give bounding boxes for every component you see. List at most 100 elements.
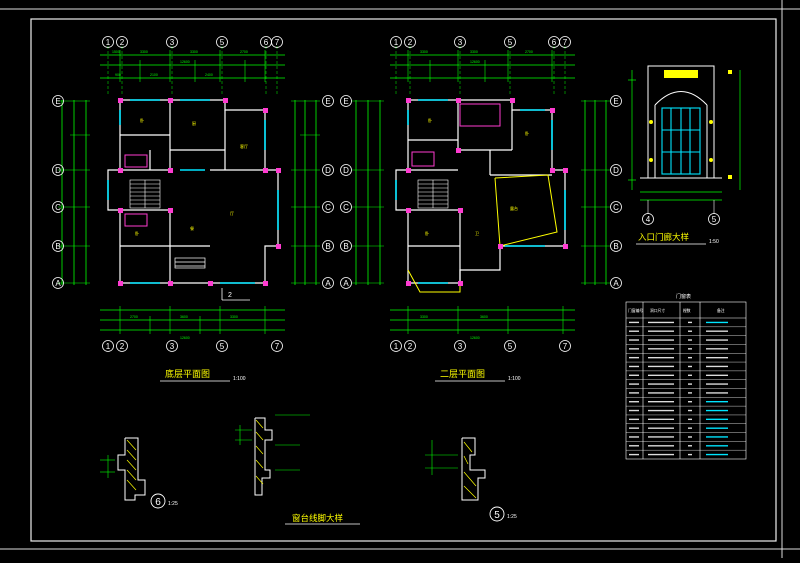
svg-text:3300: 3300 xyxy=(140,50,148,54)
ground-axis-top: 1 2 3 5 6 7 xyxy=(102,36,283,48)
second-axis-top-7: 7 xyxy=(563,38,568,47)
ground-plan-title-block: 底层平面图 1:100 xyxy=(160,368,246,382)
entrance-porch-detail: 4 5 入口门廊大样 1:50 xyxy=(628,65,741,245)
table-headers: 门窗编号 洞口尺寸 樘数 备注 xyxy=(628,308,725,313)
detail-5-id: 5 xyxy=(494,510,500,521)
ground-axis-bubbles: 1 2 3 5 6 7 1 2 3 5 7 E D C xyxy=(52,36,334,352)
cornice-detail: 窗台线脚大样 xyxy=(235,414,360,525)
ground-axis-top-3: 3 xyxy=(170,38,175,47)
svg-text:2100: 2100 xyxy=(150,73,158,77)
cornice-hatch xyxy=(255,419,264,485)
door-window-table: 门窗表 门窗编号 洞口尺寸 樘数 备注 xyxy=(625,293,747,460)
svg-text:3300: 3300 xyxy=(230,315,238,319)
ground-axis-right-C: C xyxy=(325,203,331,212)
ground-axis-top-1: 1 xyxy=(106,38,111,47)
second-windows xyxy=(395,99,566,284)
ground-axis-left: E D C B A xyxy=(52,95,64,289)
entrance-title: 入口门廊大样 xyxy=(638,232,690,242)
ground-axis-left-D: D xyxy=(55,166,61,175)
ground-axis-top-2: 2 xyxy=(120,38,125,47)
second-axis-left-A: A xyxy=(343,279,349,288)
svg-text:卧: 卧 xyxy=(135,230,139,236)
second-axis-left-B: B xyxy=(343,242,348,251)
svg-text:12600: 12600 xyxy=(470,336,480,340)
second-axis-right-A: A xyxy=(613,279,619,288)
second-axis-right-D: D xyxy=(613,166,619,175)
ground-axis-bottom-7: 7 xyxy=(275,342,280,351)
second-axis-bubbles: 1 2 3 5 6 7 1 2 3 5 7 E D C xyxy=(340,36,622,352)
second-axis-left: E D C B A xyxy=(340,95,352,289)
ground-axis-bottom: 1 2 3 5 7 xyxy=(102,340,283,352)
entrance-axis-5: 5 xyxy=(712,215,717,224)
ground-entry-steps xyxy=(174,257,206,269)
detail-6-hatch xyxy=(126,439,137,491)
second-dimensions xyxy=(352,46,610,334)
second-axis-top: 1 2 3 5 6 7 xyxy=(390,36,571,48)
cornice-dimensions xyxy=(235,414,310,471)
ground-axis-left-C: C xyxy=(55,203,61,212)
ground-axis-right-E: E xyxy=(325,97,330,106)
ground-axis-bottom-1: 1 xyxy=(106,342,111,351)
svg-text:厅: 厅 xyxy=(230,211,234,216)
ground-axis-left-B: B xyxy=(55,242,60,251)
svg-text:3600: 3600 xyxy=(180,315,188,319)
second-plan-scale: 1:100 xyxy=(508,376,521,382)
detail-5-dimensions xyxy=(425,440,458,475)
detail-5-marker: 5 1:25 xyxy=(489,506,517,522)
svg-text:2700: 2700 xyxy=(240,50,248,54)
svg-text:3300: 3300 xyxy=(470,50,478,54)
detail-6: 6 1:25 xyxy=(100,437,178,509)
svg-text:卧: 卧 xyxy=(425,230,429,236)
svg-text:2700: 2700 xyxy=(525,50,533,54)
second-columns xyxy=(406,98,568,286)
ground-axis-bottom-2: 2 xyxy=(120,342,125,351)
svg-text:3300: 3300 xyxy=(190,50,198,54)
cornice-profile xyxy=(254,417,273,496)
second-axis-top-6: 6 xyxy=(552,38,557,47)
ground-dimensions xyxy=(58,46,320,334)
second-terrace-outline xyxy=(407,174,558,293)
ground-stair xyxy=(129,179,161,209)
detail-5-hatch xyxy=(463,441,477,499)
section-mark-label: 2 xyxy=(228,292,232,299)
detail-6-id: 6 xyxy=(155,497,161,508)
second-axis-bottom-5: 5 xyxy=(508,342,513,351)
second-plan-title-block: 二层平面图 1:100 xyxy=(435,369,521,382)
svg-text:3300: 3300 xyxy=(420,50,428,54)
ground-axis-bottom-5: 5 xyxy=(220,342,225,351)
svg-text:厨: 厨 xyxy=(192,120,196,126)
second-axis-right-C: C xyxy=(613,203,619,212)
second-axis-right-E: E xyxy=(613,97,618,106)
svg-text:2400: 2400 xyxy=(205,73,213,77)
second-axis-bottom-2: 2 xyxy=(408,342,413,351)
svg-text:餐: 餐 xyxy=(190,225,194,231)
svg-text:900: 900 xyxy=(115,73,121,77)
drawing-border xyxy=(30,18,777,542)
cornice-title: 窗台线脚大样 xyxy=(292,513,344,523)
ground-plan-title: 底层平面图 xyxy=(165,368,210,379)
entrance-frame xyxy=(640,65,722,179)
second-axis-bottom: 1 2 3 5 7 xyxy=(390,340,571,352)
ground-axis-right-B: B xyxy=(325,242,330,251)
table-header-remark: 备注 xyxy=(717,308,725,313)
detail-5-scale: 1:25 xyxy=(507,514,517,520)
entrance-door xyxy=(661,107,701,175)
svg-text:12600: 12600 xyxy=(470,60,480,64)
ground-axis-left-A: A xyxy=(55,279,61,288)
svg-text:3600: 3600 xyxy=(480,315,488,319)
entrance-ornaments xyxy=(649,70,732,179)
ground-axis-bottom-3: 3 xyxy=(170,342,175,351)
table-header-code: 门窗编号 xyxy=(628,308,643,313)
door-window-table-title: 门窗表 xyxy=(676,293,691,300)
detail-5: 5 1:25 xyxy=(425,437,517,522)
entrance-scale: 1:50 xyxy=(709,239,719,245)
svg-text:卧: 卧 xyxy=(140,117,144,123)
ground-axis-left-E: E xyxy=(55,97,60,106)
svg-text:1500: 1500 xyxy=(112,50,120,54)
ground-axis-right: E D C B A xyxy=(322,95,334,289)
